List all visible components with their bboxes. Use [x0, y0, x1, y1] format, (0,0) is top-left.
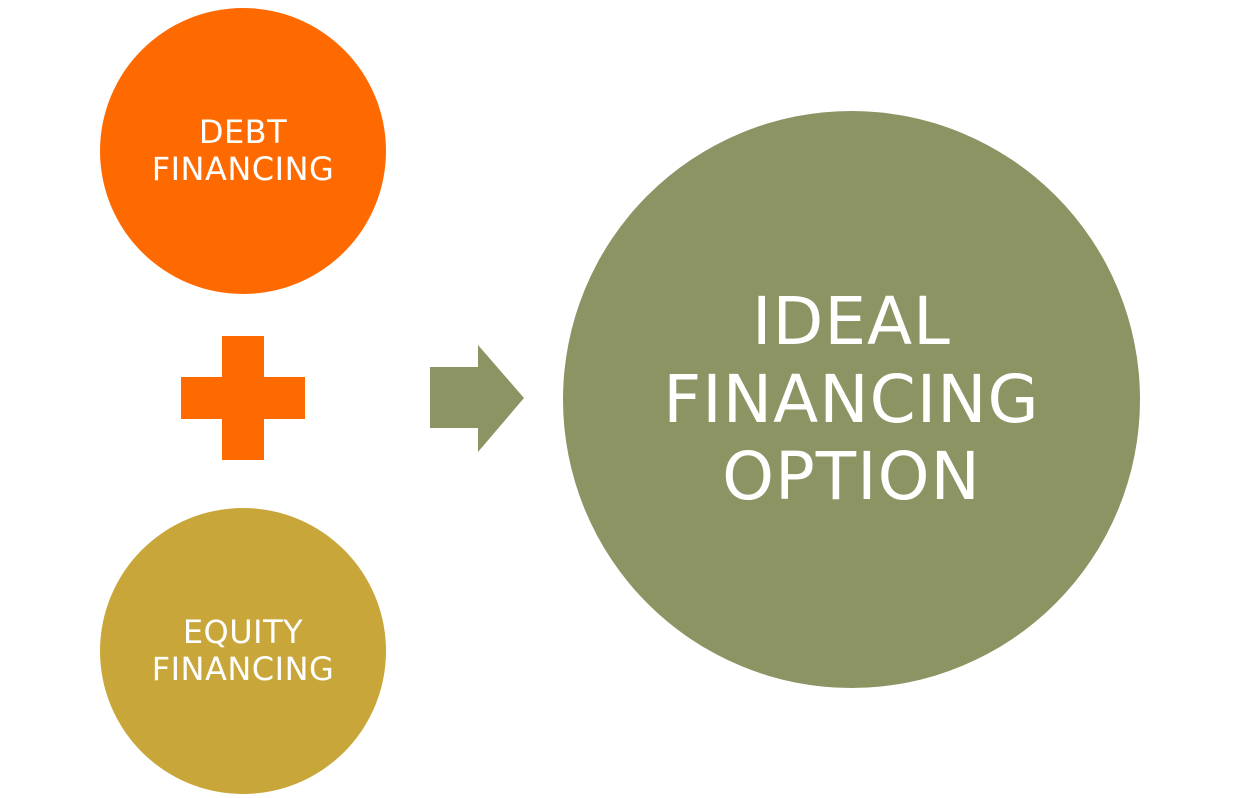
equity-label-line2: FINANCING: [151, 650, 335, 688]
equity-label-line1: EQUITY: [182, 613, 304, 652]
debt-financing-circle: DEBT FINANCING: [100, 8, 386, 294]
arrow-shape: [430, 345, 524, 452]
right-arrow-icon: [430, 345, 524, 452]
ideal-label-line2: FINANCING: [663, 360, 1040, 438]
ideal-label-line3: OPTION: [722, 438, 981, 516]
debt-label-line1: DEBT: [198, 113, 288, 152]
ideal-financing-option-circle: IDEAL FINANCING OPTION: [563, 111, 1140, 688]
ideal-label-line1: IDEAL: [752, 282, 951, 360]
debt-label-line2: FINANCING: [151, 150, 335, 188]
equity-financing-circle: EQUITY FINANCING: [100, 508, 386, 794]
plus-vertical-bar: [222, 336, 264, 460]
